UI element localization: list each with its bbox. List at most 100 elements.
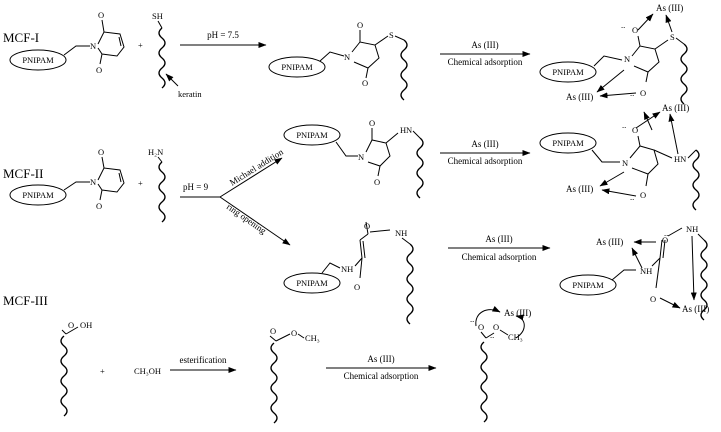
methyl-group: CH₃ [508,332,523,342]
branch-michael-label: Michael addition [228,147,286,188]
keratin-chain: SH keratin [152,11,202,99]
lone-pair: .. [622,120,626,130]
carbonyl-oxygen: O [96,201,102,211]
secondary-amine-n: N [406,125,412,135]
thioether-bond [394,35,405,41]
alkene-bond [359,239,363,259]
alkene-bond [659,239,663,259]
secondary-amine: HN [674,154,686,164]
carbonyl-bond [645,173,649,187]
carbonyl-oxygen: O [640,88,646,98]
carbonyl-oxygen: O [662,235,668,245]
linker-bond [611,269,636,281]
protein-backbone [700,239,708,321]
linker-bond [319,51,345,62]
amide-bond [354,257,363,267]
ring-opening-arrow [219,196,291,246]
sulfur-atom: S [389,30,394,40]
carbonyl-oxygen: O [98,10,104,20]
imide-nitrogen: N [358,152,364,162]
carbonyl-bond [645,71,649,83]
thioether-bond [374,35,389,46]
row-mcf-ii: MCF-II PNIPAM N O O + H₂N pH = 9 Michael… [3,103,709,325]
adsorption-agent: As (III) [471,139,498,149]
succinimide-ring [351,41,380,69]
pnipam-ellipse [283,124,341,146]
carbonyl-oxygen: O [369,118,375,128]
arsenic-complex: PNIPAM N O .. O .. S As (III) As (III) [539,3,688,105]
coordination-arrow [601,188,637,197]
linker-bond [591,149,620,163]
protein-backbone [270,342,278,424]
protein-backbone [480,341,488,423]
arsenic-label: As (III) [682,304,709,314]
coordination-arrow [475,305,501,327]
arsenic-label: As (III) [662,103,689,113]
amide-bond [369,229,391,233]
coordination-arrow [631,247,643,269]
carbonyl-bond [365,67,369,79]
row-mcf-i: MCF-I PNIPAM N O O + SH keratin pH = 7.5 [3,3,688,105]
lone-pair: .. [664,228,668,238]
carbonyl-oxygen: O [270,326,276,336]
pnipam-label: PNIPAM [296,130,328,140]
pnipam-ellipse [539,132,597,154]
linker-bond [321,262,341,274]
row-label-mcf-ii: MCF-II [3,166,43,181]
protein-backbone [692,149,700,211]
ring-double-bond [118,172,122,183]
pnipam-ellipse [559,274,617,296]
protein-backbone [400,39,408,101]
thiol-bond [157,20,163,29]
maleimide-pnipam-reactant: PNIPAM N O O [9,10,125,75]
carbonyl-bond [101,156,105,169]
adsorption-agent: As (III) [485,234,512,244]
methyl-group: CH₃ [305,333,320,343]
pnipam-label: PNIPAM [22,55,54,65]
row-label-mcf-i: MCF-I [3,30,39,45]
ester-bond [485,332,495,339]
plus-sign: + [100,366,105,376]
methanol-reagent: CH₃OH [134,366,161,376]
amide-bond [651,257,661,267]
carbonyl-oxygen: O [650,294,656,304]
pnipam-label: PNIPAM [552,138,584,148]
carbonyl-bond [377,165,381,177]
amine-bond [412,130,421,139]
adsorption-type: Chemical adsorption [344,371,419,381]
imide-nitrogen: N [624,54,630,64]
carbonyl-oxygen: O [98,147,104,157]
michael-adduct-product: PNIPAM N O O H N [283,118,424,199]
carbonyl-bond [101,19,105,33]
coordination-arrow [659,297,681,309]
carbonyl-bond [99,189,103,201]
row-mcf-iii: MCF-III O OH + CH₃OH esterification O O … [3,293,531,424]
coordination-arrow [665,14,673,33]
protein-backbone [60,335,68,417]
row-label-mcf-iii: MCF-III [3,293,48,308]
coordination-arrow [599,171,625,187]
imide-nitrogen: N [622,158,628,168]
amine-bond [653,149,673,159]
secondary-amine: H [400,125,406,135]
ring-double-bond [118,36,122,47]
methyl-bond [297,333,305,339]
pnipam-label: PNIPAM [552,67,584,77]
protein-backbone [680,43,688,105]
protein-backbone [158,27,166,89]
maleimide-pnipam-reactant: PNIPAM N O O [9,147,125,211]
arsenic-label: As (III) [596,237,623,247]
amide-nh: NH [341,264,353,274]
adsorption-type: Chemical adsorption [462,252,537,262]
michael-addition-arrow [219,157,283,198]
carbonyl-bond [99,53,103,65]
adsorption-agent: As (III) [367,354,394,364]
carbonyl-oxygen: O [96,65,102,75]
amide-nh: NH [640,266,652,276]
carbonyl-bond [365,221,369,235]
adsorption-agent: As (III) [471,40,498,50]
lone-pair: .. [630,192,634,202]
carbonyl-oxygen: O [68,320,74,330]
succinimide-ring [365,139,391,167]
lone-pair: .. [490,330,494,340]
